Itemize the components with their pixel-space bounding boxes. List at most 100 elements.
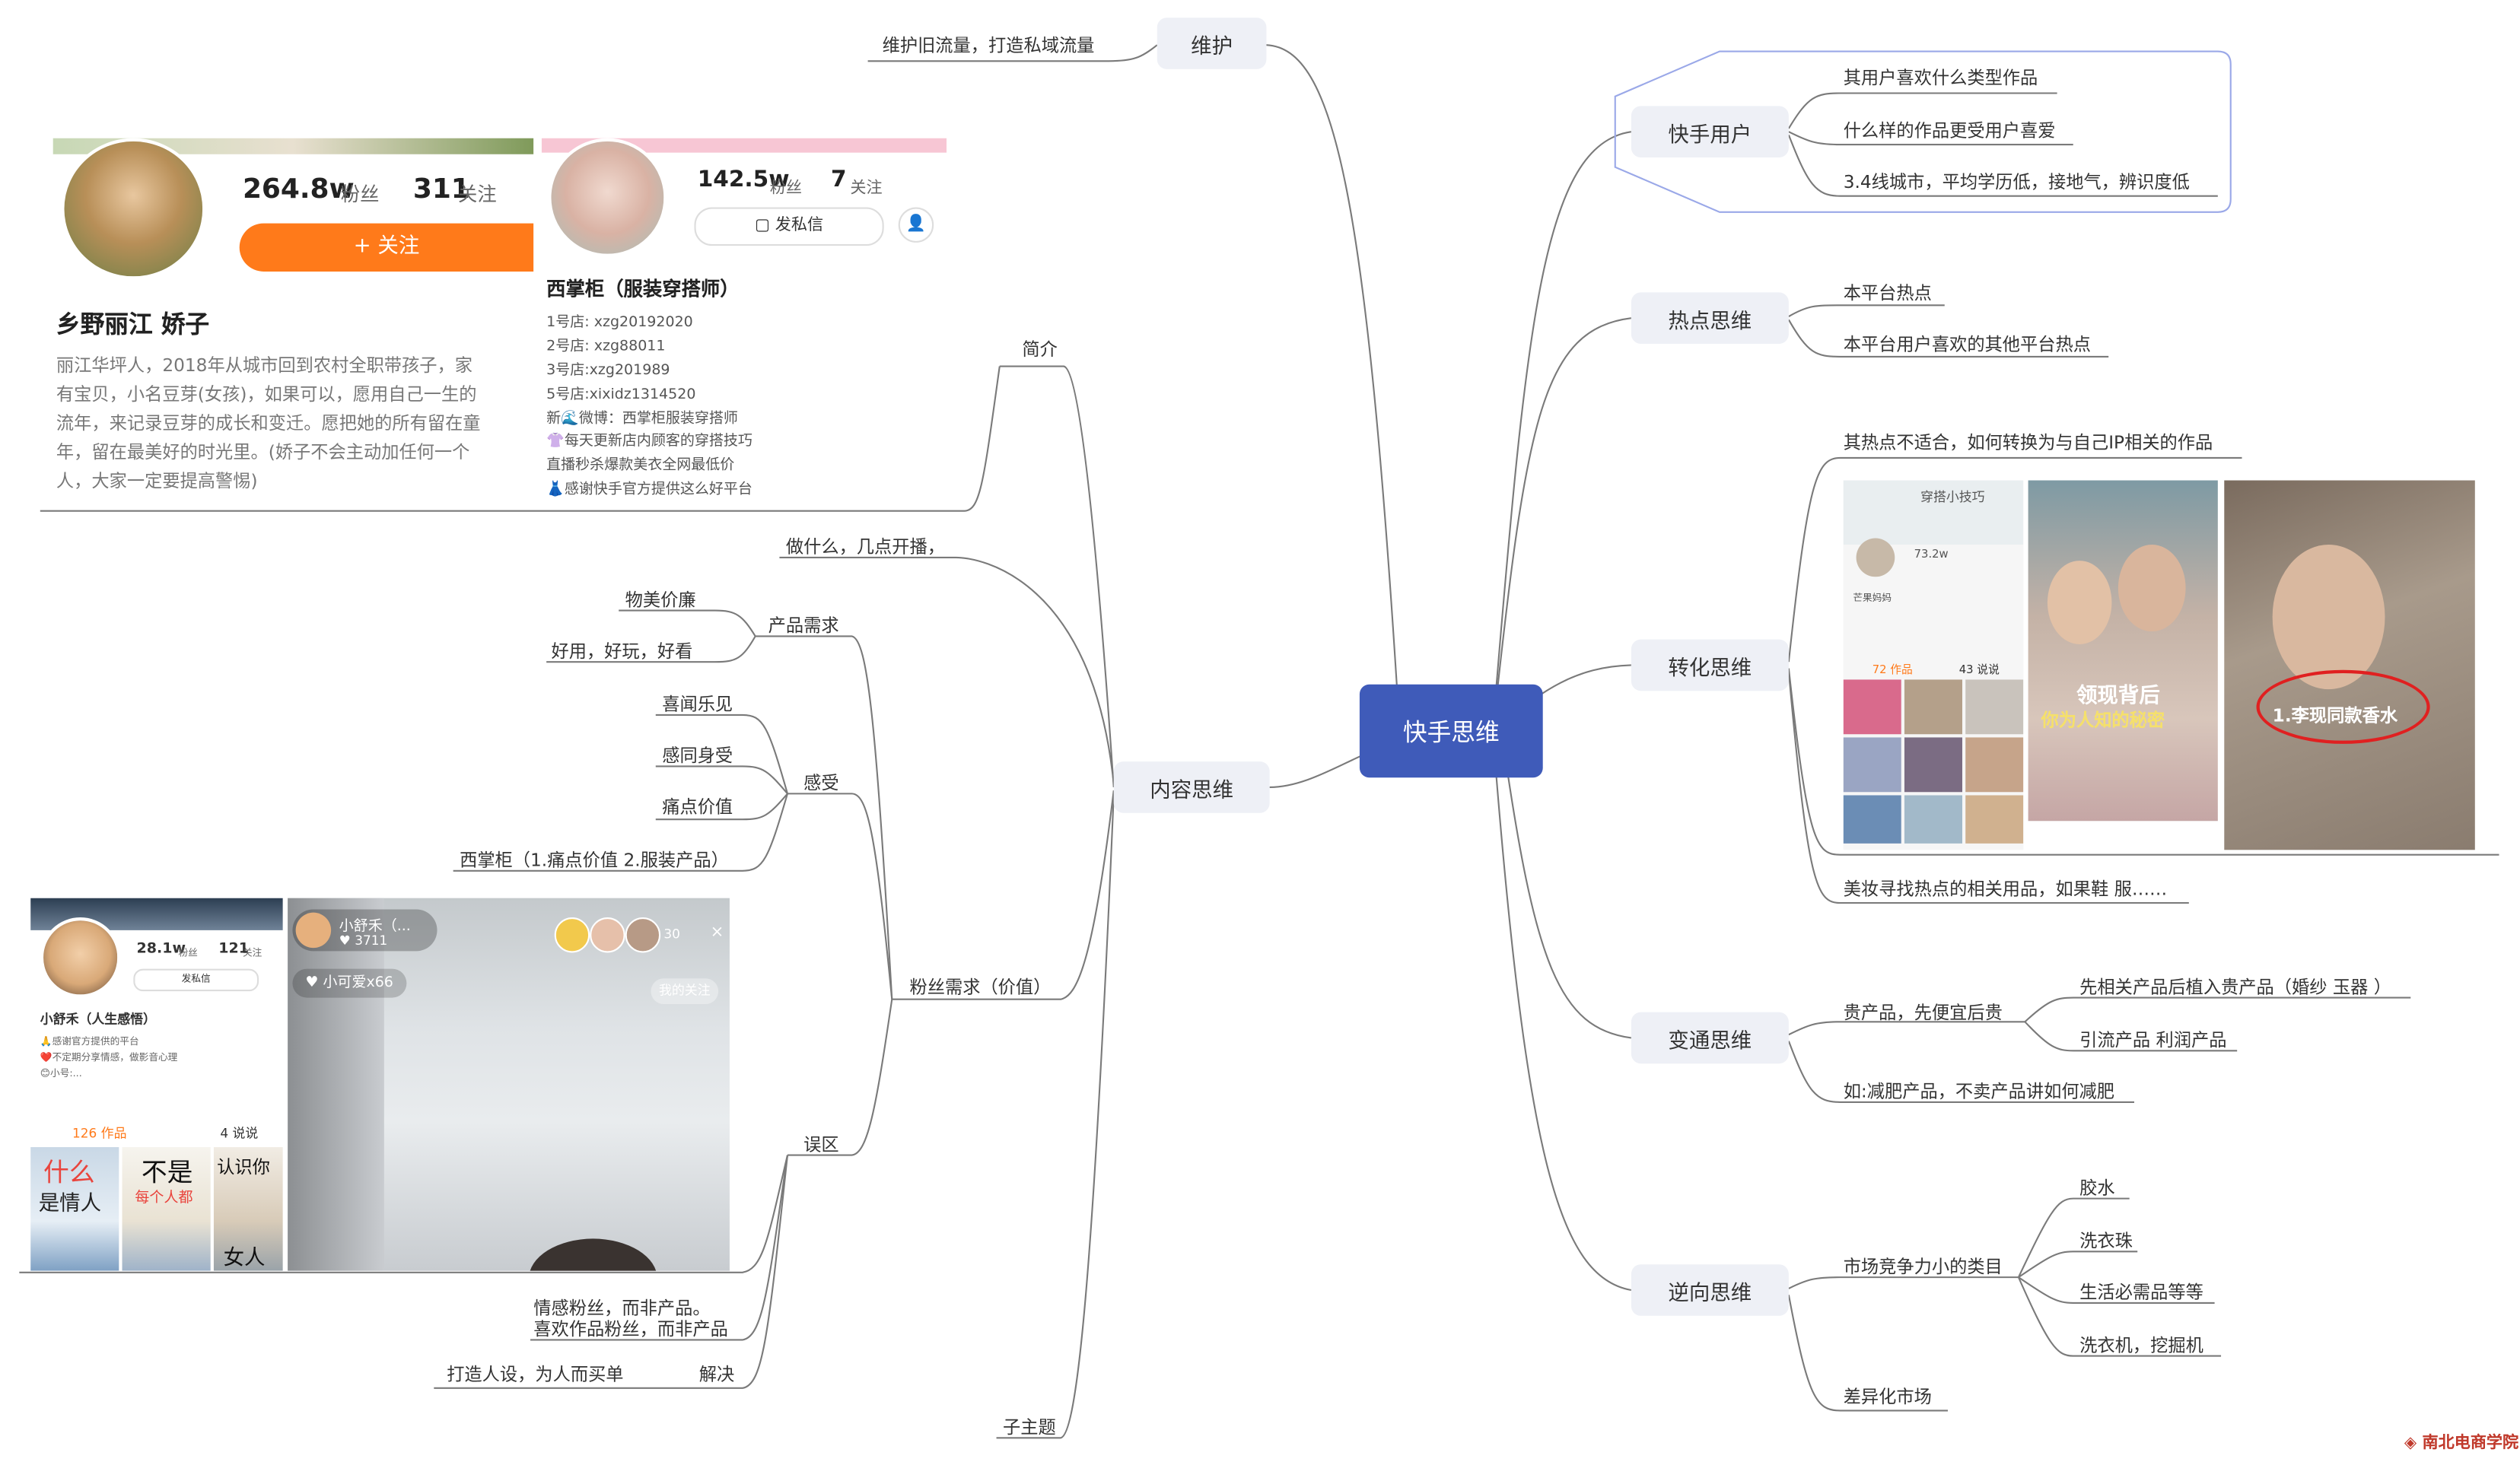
avatar <box>40 917 121 998</box>
reverse-subitem[interactable]: 洗衣珠 <box>2079 1230 2133 1252</box>
profile-line: 1号店: xzg20192020 <box>546 314 693 332</box>
kuaishou-users-item[interactable]: 其用户喜欢什么类型作品 <box>1843 67 2038 89</box>
reverse-node[interactable]: 逆向思维 <box>1631 1264 1789 1316</box>
profile-name: 乡野丽江 娇子 <box>56 310 210 339</box>
gift-text: 小可爱x66 <box>323 975 393 992</box>
profile-line: 🙏感谢官方提供的平台 <box>40 1036 139 1048</box>
video-tile[interactable]: 认识你 女人 <box>213 1147 283 1271</box>
root-node[interactable]: 快手思维 <box>1359 684 1543 778</box>
reverse-subitem[interactable]: 生活必需品等等 <box>2079 1282 2203 1303</box>
fans-count: 28.1w <box>136 941 186 958</box>
message-button-label: 发私信 <box>775 217 824 235</box>
kuaishou-users-item[interactable]: 什么样的作品更受用户喜爱 <box>1843 120 2056 141</box>
mistake-node[interactable]: 误区 <box>803 1134 839 1155</box>
flexible-subitem[interactable]: 先相关产品后植入贵产品（婚纱 玉器 ） <box>2079 977 2391 998</box>
reverse-item[interactable]: 市场竞争力小的类目 <box>1843 1256 2003 1278</box>
follow-count: 121 <box>218 941 249 958</box>
reverse-subitem[interactable]: 胶水 <box>2079 1178 2115 1199</box>
like-count-value: 3711 <box>355 933 388 949</box>
conversion-item[interactable]: 其热点不适合，如何转换为与自己IP相关的作品 <box>1843 432 2213 453</box>
watermark-logo: ◈ 南北电商学院 <box>2404 1435 2519 1453</box>
content-node[interactable]: 内容思维 <box>1113 761 1270 813</box>
group-frame <box>1614 50 2232 213</box>
maintain-node[interactable]: 维护 <box>1157 17 1267 69</box>
avatar <box>548 138 667 257</box>
video-tile[interactable]: 不是 每个人都 <box>122 1147 211 1271</box>
bio-line: 人，大家一定要提高警惕) <box>56 470 258 492</box>
tile-text: 不是 <box>141 1156 193 1187</box>
kuaishou-users-item[interactable]: 3.4线城市，平均学历低，接地气，辨识度低 <box>1843 171 2190 193</box>
add-friend-icon[interactable]: 👤 <box>898 207 934 243</box>
intro-node[interactable]: 简介 <box>1022 338 1058 361</box>
feeling-item[interactable]: 痛点价值 <box>662 796 733 818</box>
works-tab[interactable]: 126 作品 <box>72 1126 127 1141</box>
product-need-item[interactable]: 物美价廉 <box>625 590 696 611</box>
flexible-node[interactable]: 变通思维 <box>1631 1012 1789 1064</box>
profile-line: 5号店:xixidz1314520 <box>546 387 696 404</box>
message-button[interactable]: ▢ 发私信 <box>694 207 884 246</box>
profile-line: 3号店:xzg201989 <box>546 363 670 380</box>
follow-count: 311 <box>412 173 470 206</box>
fans-count: 264.8w <box>242 173 355 206</box>
tile-text: 什么 <box>43 1156 95 1187</box>
bio-line: 有宝贝，小名豆芽(女孩)，如果可以，愿用自己一生的 <box>56 383 477 405</box>
follow-button[interactable]: + 关注 <box>239 223 534 272</box>
fans-label: 粉丝 <box>769 180 802 198</box>
conversion-image-video: 1.李现同款香水 <box>2224 480 2475 850</box>
live-stream-image: 小舒禾（... ♥ 3711 30 × ♥ 小可爱x66 我的关注 <box>288 898 730 1271</box>
gift-banner: ♥ 小可爱x66 <box>292 968 406 998</box>
kuaishou-users-node[interactable]: 快手用户 <box>1631 106 1789 157</box>
bio-line: 流年，来记录豆芽的成长和变迁。愿把她的所有留在童 <box>56 412 481 434</box>
flexible-item[interactable]: 如:减肥产品，不卖产品讲如何减肥 <box>1843 1081 2115 1102</box>
feeling-node[interactable]: 感受 <box>803 772 839 794</box>
flexible-item[interactable]: 贵产品，先便宜后贵 <box>1843 1002 2003 1024</box>
image-text: 72 作品 <box>1872 663 1913 677</box>
fans-count: 142.5w <box>697 167 790 193</box>
conversion-node[interactable]: 转化思维 <box>1631 639 1789 691</box>
viewer-count: 30 <box>663 926 680 942</box>
message-button[interactable]: 发私信 <box>133 968 259 992</box>
solve-node[interactable]: 解决 <box>698 1364 735 1385</box>
message-button-label: 发私信 <box>181 973 211 985</box>
conversion-item[interactable]: 美妆寻找热点的相关用品，如果鞋 服…… <box>1843 879 2168 900</box>
profile-name: 小舒禾（人生感悟） <box>40 1012 156 1027</box>
image-text: 领现背后 <box>2076 684 2160 709</box>
image-text: 43 说说 <box>1958 663 2000 677</box>
product-need-node[interactable]: 产品需求 <box>768 615 839 637</box>
watermark-text: 南北电商学院 <box>2422 1435 2519 1453</box>
profile-line: 直播秒杀爆款美衣全网最低价 <box>546 457 735 475</box>
reverse-subitem[interactable]: 洗衣机，挖掘机 <box>2079 1335 2203 1356</box>
mistake-item[interactable]: 喜欢作品粉丝，而非产品 <box>533 1319 728 1340</box>
product-need-item[interactable]: 好用，好玩，好看 <box>551 640 693 663</box>
subtopic-node[interactable]: 子主题 <box>1003 1416 1056 1438</box>
tile-text: 每个人都 <box>135 1190 193 1207</box>
hot-thinking-item[interactable]: 本平台热点 <box>1843 282 1932 304</box>
mistake-item[interactable]: 情感粉丝，而非产品。 <box>533 1298 711 1320</box>
image-text: 你为人知的秘密 <box>2041 710 2165 732</box>
follow-label: 关注 <box>242 948 262 959</box>
what-node[interactable]: 做什么，几点开播， <box>785 536 945 558</box>
talks-tab[interactable]: 4 说说 <box>220 1126 259 1141</box>
close-icon[interactable]: × <box>710 923 724 942</box>
feeling-item[interactable]: 感同身受 <box>662 745 733 767</box>
feeling-item[interactable]: 西掌柜（1.痛点价值 2.服装产品） <box>460 850 729 871</box>
maintain-item[interactable]: 维护旧流量，打造私域流量 <box>882 35 1095 56</box>
flexible-subitem[interactable]: 引流产品 利润产品 <box>2079 1029 2227 1051</box>
my-follow-button[interactable]: 我的关注 <box>651 978 719 1005</box>
follow-count: 7 <box>831 167 847 193</box>
image-text: 73.2w <box>1914 548 1949 561</box>
image-text: 芒果妈妈 <box>1853 593 1892 605</box>
solve-item[interactable]: 打造人设，为人而买单 <box>447 1364 624 1385</box>
hot-thinking-node[interactable]: 热点思维 <box>1631 292 1789 344</box>
profile-line: 👚每天更新店内顾客的穿搭技巧 <box>546 434 752 450</box>
profile-name: 西掌柜（服装穿搭师） <box>546 278 740 300</box>
reverse-item[interactable]: 差异化市场 <box>1843 1386 1932 1408</box>
avatar <box>61 138 206 280</box>
follow-label: 关注 <box>457 183 497 206</box>
fans-need-node[interactable]: 粉丝需求（价值） <box>909 977 1052 998</box>
video-tile[interactable]: 什么 是情人 <box>30 1147 119 1271</box>
streamer-name: 小舒禾（... <box>339 919 411 936</box>
feeling-item[interactable]: 喜闻乐见 <box>662 694 733 715</box>
hot-thinking-item[interactable]: 本平台用户喜欢的其他平台热点 <box>1843 334 2091 355</box>
